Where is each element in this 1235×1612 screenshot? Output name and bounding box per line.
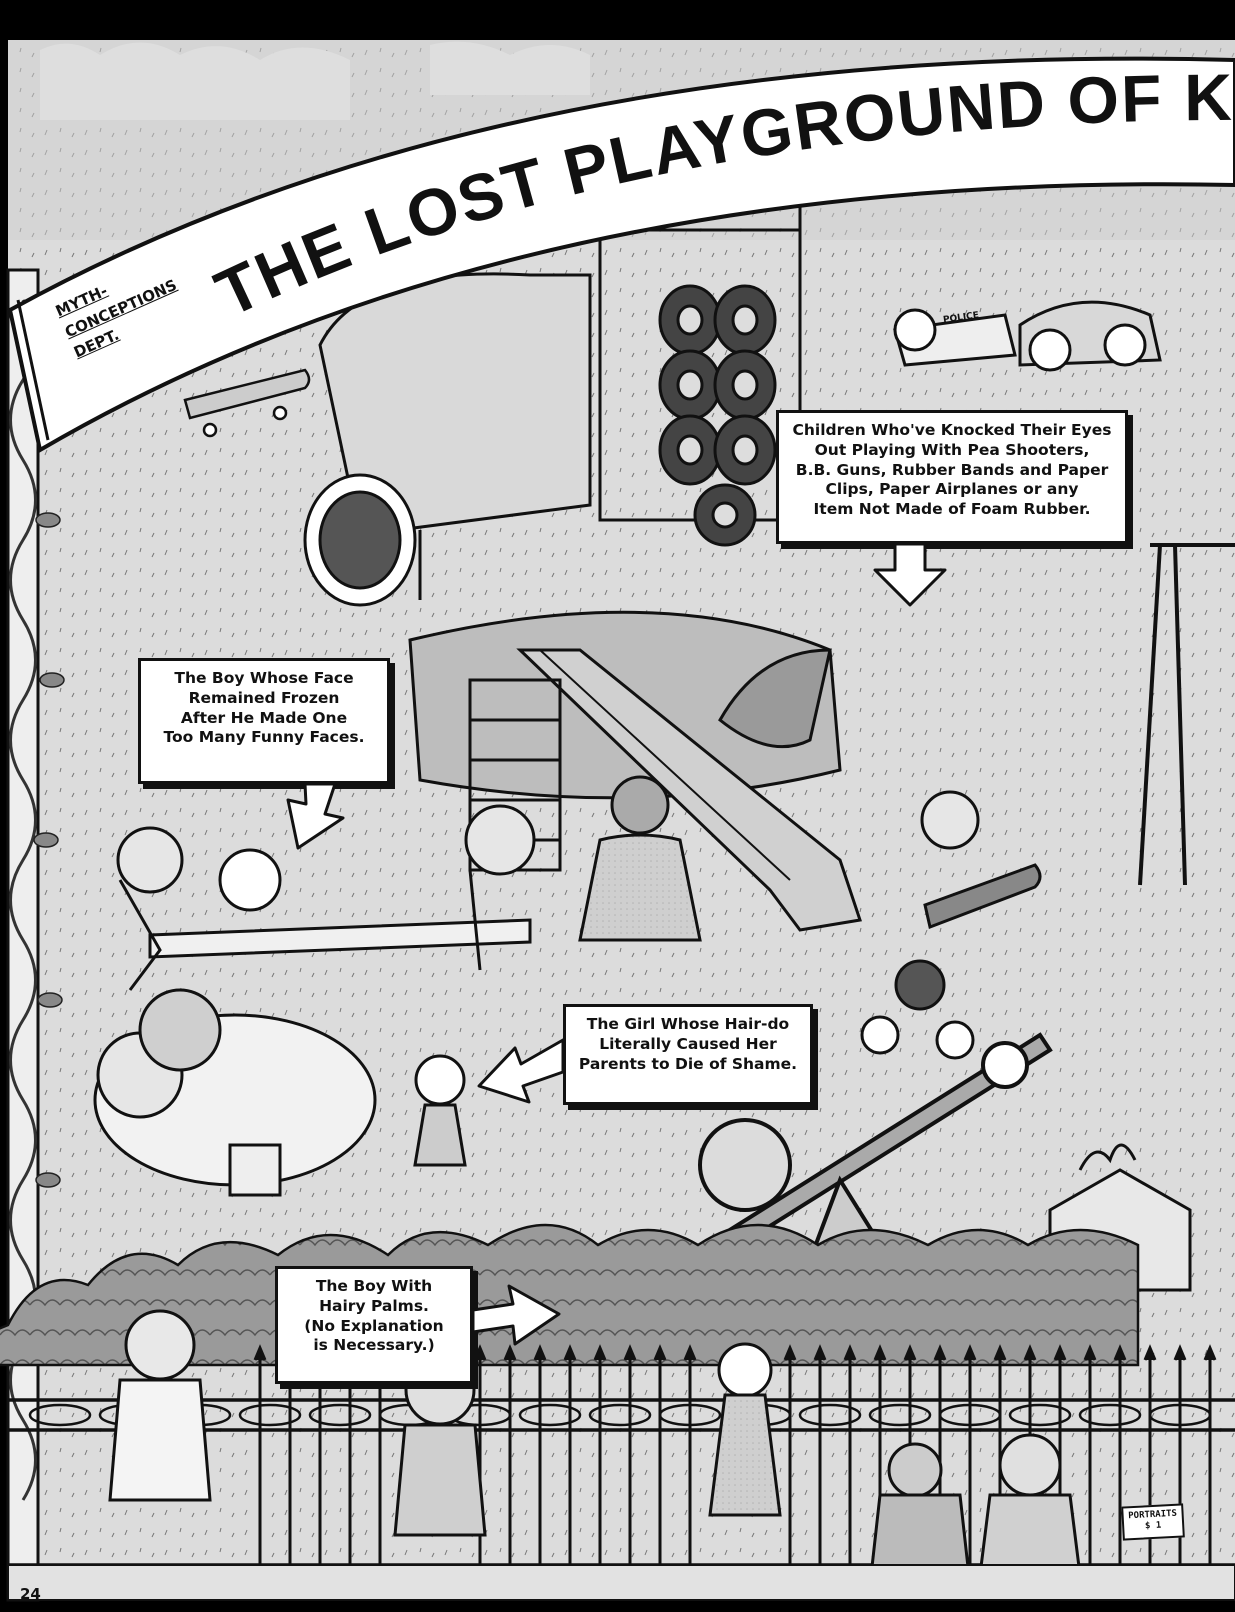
caption-face: The Boy Whose Face Remained Frozen After… — [138, 658, 390, 784]
caption-line: Remained Frozen — [188, 688, 340, 707]
caption-line: The Boy With — [315, 1277, 433, 1295]
caption-hair: The Girl Whose Hair-do Literally Caused … — [563, 1004, 813, 1105]
sidewalk-people — [108, 1309, 1082, 1587]
caption-line: Hairy Palms. — [319, 1296, 429, 1315]
title-text-layer: THE LOST PLAYGROUND OF KIDS YOUR — [0, 0, 1232, 331]
caption-palms: The Boy With Hairy Palms. (No Explanatio… — [275, 1266, 473, 1384]
caption-line: Item Not Made of Foam Rubber. — [813, 500, 1091, 519]
shark — [718, 648, 832, 749]
caption-line: The Boy Whose Face — [174, 669, 354, 687]
caption-line: is Necessary.) — [313, 1336, 435, 1355]
caption-line: After He Made One — [180, 708, 348, 727]
caption-line: Clips, Paper Airplanes or any — [825, 480, 1079, 499]
atv-kid — [860, 959, 975, 1060]
swing-frame — [1138, 543, 1235, 886]
hairdo-girl — [413, 1054, 467, 1167]
caption-eyes: Children Who've Knocked Their Eyes Out P… — [776, 410, 1128, 544]
portraits-sign: PORTRAITS $ 1 — [1121, 1503, 1185, 1541]
sidewalk — [7, 1564, 1235, 1601]
caption-line: Out Playing With Pea Shooters, — [814, 440, 1090, 459]
caption-line: Children Who've Knocked Their Eyes — [792, 421, 1112, 439]
pileup — [93, 988, 377, 1197]
title-banner — [7, 56, 1235, 454]
caption-line: (No Explanation — [304, 1316, 444, 1335]
woman-polka — [578, 775, 702, 942]
caption-line: Literally Caused Her — [599, 1034, 777, 1053]
caption-line: Too Many Funny Faces. — [163, 728, 365, 747]
caption-line: Parents to Die of Shame. — [578, 1054, 798, 1073]
caption-line: B.B. Guns, Rubber Bands and Paper — [795, 460, 1109, 479]
tire-tower — [598, 198, 802, 547]
page-number: 24 — [20, 1585, 41, 1603]
caption-line: The Girl Whose Hair-do — [586, 1015, 790, 1033]
skateboard-kid — [920, 790, 1042, 930]
police-vehicles — [893, 300, 1162, 372]
stretcher-scene — [116, 804, 536, 991]
skateboard — [183, 368, 311, 438]
